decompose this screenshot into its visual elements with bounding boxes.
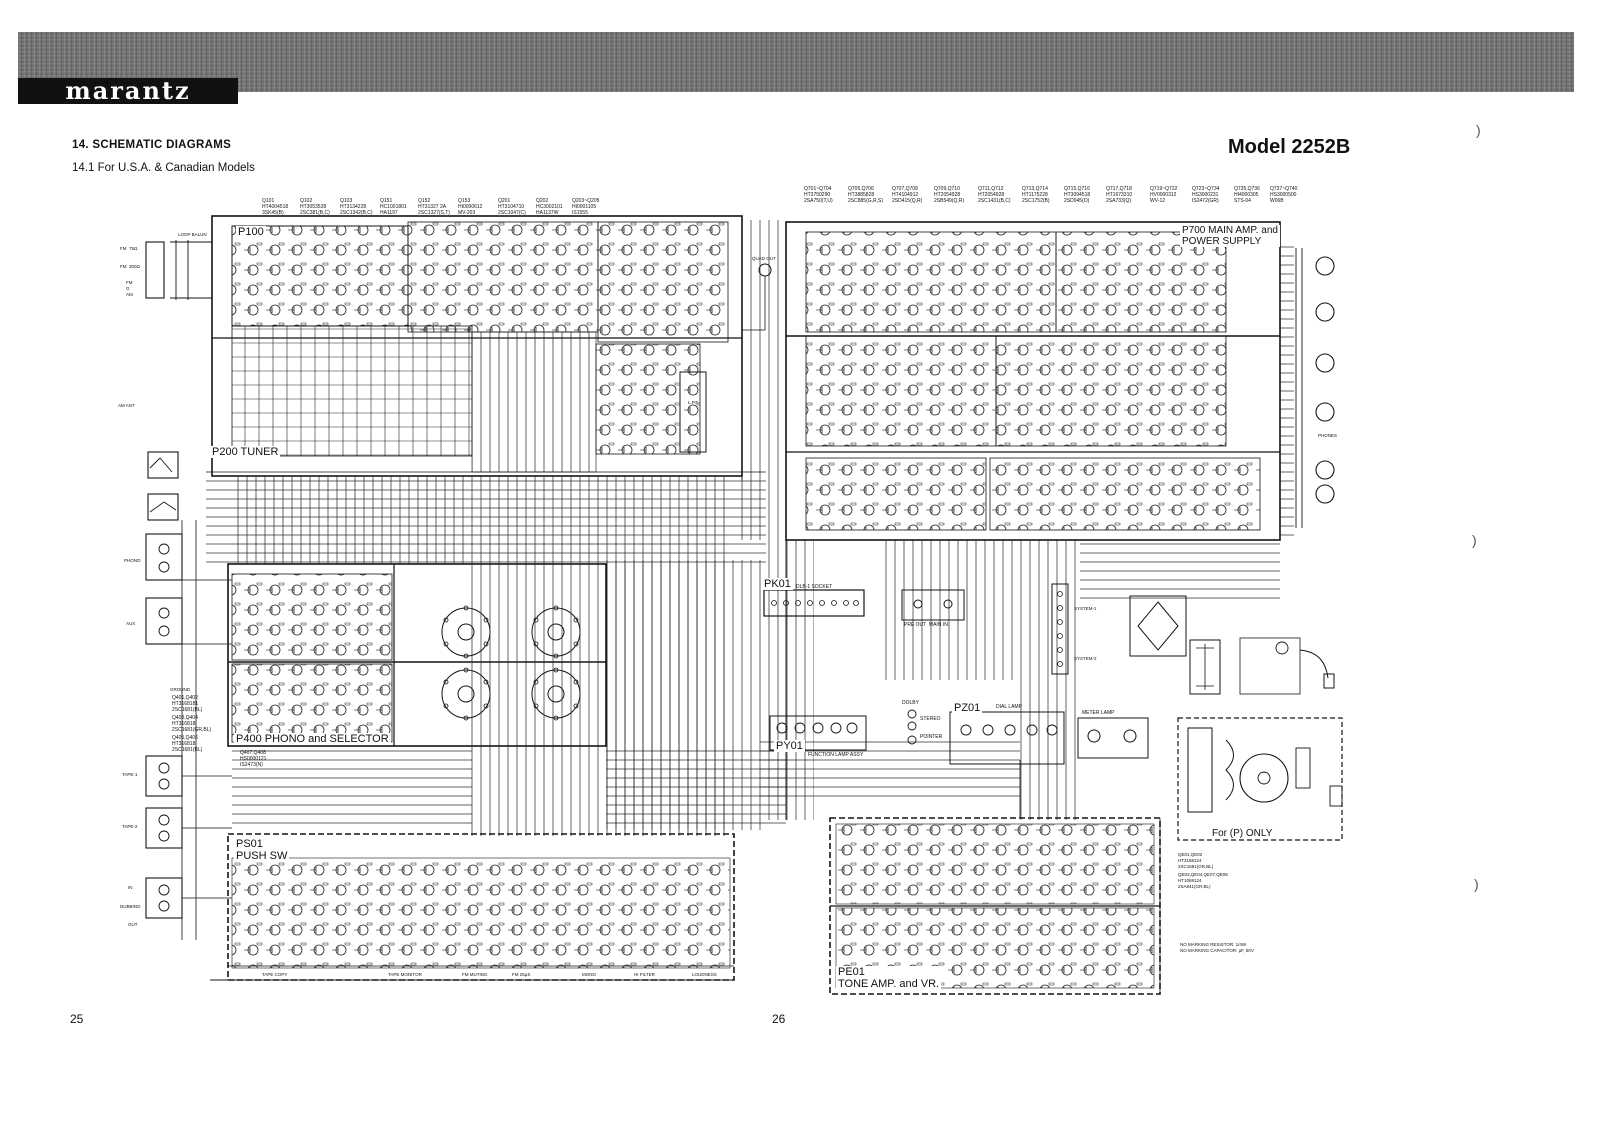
ground-label: GROUND <box>170 687 190 692</box>
section-title: 14. SCHEMATIC DIAGRAMS <box>72 139 232 151</box>
transistor-note: Q152 HT31327 2A 2SC1327(S,T) <box>418 198 450 216</box>
margin-mark: ) <box>1472 532 1477 548</box>
transistor-note: Q717,Q718 HT1673310 2SA733(Q) <box>1106 186 1133 204</box>
transistor-note: Q707,Q708 HT4104912 2SD415(Q,R) <box>892 186 923 204</box>
phono-label: PHONO <box>124 558 141 563</box>
subsection-title: 14.1 For U.S.A. & Canadian Models <box>72 162 255 174</box>
quad-out-label: QUAD OUT <box>752 256 776 261</box>
pz01-dial-caption: DIAL LAMP <box>996 704 1022 710</box>
pk01-socket-caption: DLB-1 SOCKET <box>796 584 833 590</box>
block-pe01-label: PE01 TONE AMP. and VR. <box>836 966 942 990</box>
transistor-note: Q203~Q205 HI0001105 IS1555 <box>572 198 600 216</box>
block-py01-label: PY01 <box>774 740 805 752</box>
for-p-only-label: For (P) ONLY <box>1210 828 1275 839</box>
transistor-note: Q103 HT3134228 2SC1342(B,C) <box>340 198 373 216</box>
tape-monitor-label: TAPE MONITOR <box>388 972 422 977</box>
header-band <box>18 32 1574 92</box>
fm-75-label: FM 75Ω <box>120 246 138 251</box>
fm-25us-label: FM 25μS <box>512 972 531 977</box>
stereo-caption: STEREO <box>920 716 941 722</box>
block-p400-label: P400 PHONO and SELECTOR <box>234 733 391 745</box>
fm-muting-label: FM MUTING <box>462 972 488 977</box>
am-ant-label: AM ANT <box>118 403 135 408</box>
g-label: G <box>126 286 130 291</box>
transistor-note: Q711,Q712 HT2054928 2SC1431(B,C) <box>978 186 1011 204</box>
block-p100-label: P100 <box>236 226 266 238</box>
transistor-note: Q407,Q408 HS0000121 IS2473(N) <box>240 750 267 768</box>
transistor-note: Q403,Q404 HT316818 2SC1681(GR,BL) <box>172 715 212 733</box>
pre-out-main-in-caption: PRE OUT MAIN IN <box>904 622 948 628</box>
transistor-note: QE03,QE04,QE07,QE08 HT1068124 2SA841(GR,… <box>1178 872 1228 889</box>
out-label: OUT <box>128 922 138 927</box>
transistor-note: Q102 HT3053528 2SC381(B,C) <box>300 198 330 216</box>
transistor-note: Q709,Q710 HT2054928 2SB549(Q,R) <box>934 186 965 204</box>
lpf-label: L.P.F. <box>688 400 699 405</box>
page-number-right: 26 <box>772 1012 786 1026</box>
pointer-caption: POINTER <box>920 734 943 740</box>
transistor-note: Q151 HC1001801 HA1197 <box>380 198 407 216</box>
system1-label: SYSTEM-1 <box>1074 606 1097 611</box>
page-number-left: 25 <box>70 1012 84 1026</box>
transistor-note: QE01,QE02 HT3168124 2SC1681(GR,BL) <box>1178 852 1214 869</box>
tape2-label: TAPE-2 <box>122 824 138 829</box>
phones-label: PHONES <box>1318 433 1338 438</box>
transistor-note: Q735,Q736 HI4000305 STS-04 <box>1234 186 1260 204</box>
block-pz01-label: PZ01 <box>952 702 983 714</box>
margin-mark: ) <box>1476 122 1481 138</box>
block-p700-label: P700 MAIN AMP. and POWER SUPPLY <box>1180 225 1280 247</box>
transistor-note: Q101 HT4004518 3SK45(B) <box>262 198 289 216</box>
dolby-caption: DOLBY <box>902 700 919 706</box>
transistor-note: Q705,Q706 HT3885828 2SC885(G,R,S) <box>848 186 884 204</box>
transistor-note: Q201 HT3104710 2SC1047(C) <box>498 198 526 216</box>
am-label: AM <box>126 292 133 297</box>
in-label: IN <box>128 885 133 890</box>
tape1-label: TAPE-1 <box>122 772 138 777</box>
marking-notes: NO MARKING RESISTOR: 1/4W NO MARKING CAP… <box>1180 942 1254 953</box>
loudness-label: LOUDNESS <box>692 972 717 977</box>
mono-label: MONO <box>582 972 596 977</box>
system2-label: SYSTEM-2 <box>1074 656 1097 661</box>
hi-filter-label: HI FILTER <box>634 972 655 977</box>
meter-lamp-caption: METER LAMP <box>1082 710 1115 716</box>
block-p200-label: P200 TUNER <box>210 446 281 458</box>
block-pk01-label: PK01 <box>762 578 793 590</box>
dubbing-label: DUBBING <box>120 904 141 909</box>
py01-caption: FUNCTION LAMP ASSY <box>808 752 864 758</box>
block-ps01-label: PS01 PUSH SW <box>234 838 290 862</box>
transistor-note: Q405,Q406 HT316818 2SC1681(BL) <box>172 735 203 753</box>
transistor-note: Q715,Q716 HT3094518 2SD945(O) <box>1064 186 1091 204</box>
aux-label: AUX <box>126 621 136 626</box>
loop-balun-label: LOOP BALUN <box>178 232 207 237</box>
fm-300-label: FM 300Ω <box>120 264 140 269</box>
transistor-note: Q153 HI0000612 MV-203 <box>458 198 483 216</box>
tape-copy-label: TAPE COPY <box>262 972 288 977</box>
margin-mark: ) <box>1474 876 1479 892</box>
model-title: Model 2252B <box>1228 136 1351 158</box>
transistor-note: Q723~Q734 HS3000231 IS2472(GR) <box>1192 186 1220 204</box>
transistor-note: Q713,Q714 HT1175228 2SC1752(B) <box>1022 186 1050 204</box>
transistor-note: Q701~Q704 HT3750290 2SA750(T,U) <box>804 186 833 204</box>
brand-logo: marantz <box>18 78 238 104</box>
transistor-note: Q719~Q722 HV0000312 WV-12 <box>1150 186 1178 204</box>
transistor-note: Q401,Q402 HT3168181 2SC1681(BL) <box>172 695 203 713</box>
transistor-note: Q737~Q740 HS3000500 W06B <box>1270 186 1298 204</box>
fm-label: FM <box>126 280 133 285</box>
transistor-note: Q202 HC3002101 HA1137W <box>536 198 563 216</box>
